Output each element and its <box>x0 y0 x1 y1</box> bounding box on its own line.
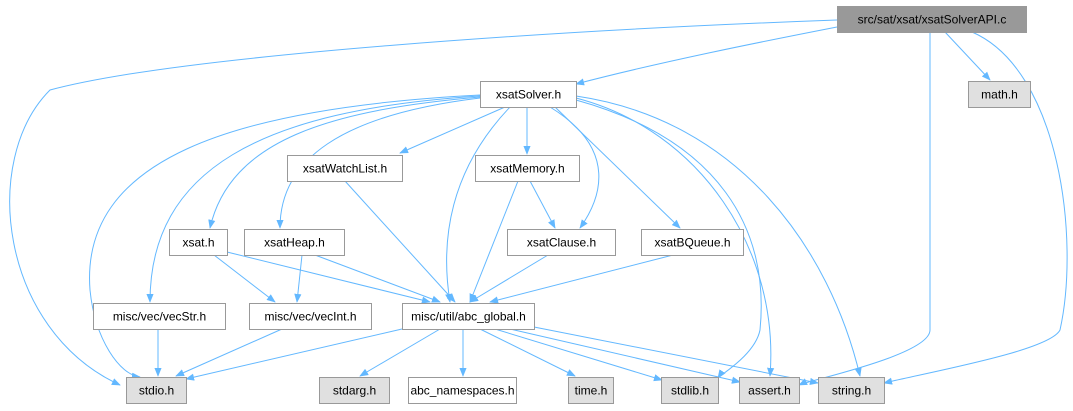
edge-abc_global-to-stdarg <box>359 328 441 377</box>
edge-xsatSolver-to-xsatHeap <box>276 97 481 229</box>
node-xsat[interactable]: xsat.h <box>169 229 228 256</box>
node-label: string.h <box>832 384 871 398</box>
node-label: abc_namespaces.h <box>410 384 514 398</box>
edge-xsatSolver-to-xsatWatchList <box>399 106 506 154</box>
node-label: misc/util/abc_global.h <box>411 310 526 324</box>
node-xsatHeap[interactable]: xsatHeap.h <box>244 229 345 256</box>
edge-xsatSolver-to-stdlib <box>575 99 762 379</box>
node-root[interactable]: src/sat/xsat/xsatSolverAPI.c <box>837 6 1027 33</box>
node-label: xsatMemory.h <box>490 162 564 176</box>
node-box <box>480 81 577 108</box>
node-label: misc/vec/vecStr.h <box>113 310 206 324</box>
edge-xsatMemory-to-abc_global <box>469 180 519 303</box>
node-box <box>169 229 228 256</box>
node-assert: assert.h <box>739 377 800 404</box>
node-box <box>968 81 1031 108</box>
node-label: stdio.h <box>139 384 174 398</box>
node-box <box>319 377 390 404</box>
node-xsatWatchList[interactable]: xsatWatchList.h <box>287 155 403 182</box>
node-label: src/sat/xsat/xsatSolverAPI.c <box>858 13 1007 27</box>
nodes-layer: src/sat/xsat/xsatSolverAPI.c xsatSolver.h… <box>93 6 1031 404</box>
edge-abc_global-to-stdio <box>185 328 403 381</box>
edge-xsatSolver-to-assert <box>575 97 775 377</box>
node-vecStr[interactable]: misc/vec/vecStr.h <box>93 303 226 330</box>
node-box <box>93 303 226 330</box>
edge-xsat-to-vecInt <box>213 254 276 303</box>
edge-xsatSolver-to-xsatBQueue <box>554 106 681 229</box>
node-box <box>739 377 800 404</box>
edges-layer <box>9 19 1068 386</box>
node-xsatClause[interactable]: xsatClause.h <box>507 229 616 256</box>
edge-xsatBQueue-to-abc_global <box>489 254 674 304</box>
edge-root-to-stdio <box>9 19 838 386</box>
node-box <box>641 229 744 256</box>
edge-xsatSolver-to-stdio <box>89 94 481 380</box>
edge-xsatMemory-to-xsatClause <box>529 180 556 229</box>
edge-xsatSolver-to-string <box>575 95 862 377</box>
node-label: time.h <box>575 384 608 398</box>
edge-vecInt-to-stdio <box>175 328 283 377</box>
node-box <box>837 6 1027 33</box>
node-box <box>126 377 187 404</box>
node-label: xsat.h <box>182 236 214 250</box>
node-label: misc/vec/vecInt.h <box>264 310 356 324</box>
edge-abc_global-to-string <box>533 326 819 385</box>
edge-xsatSolver-to-abc_global <box>445 106 511 303</box>
edge-xsat-to-abc_global <box>226 251 431 304</box>
node-xsatBQueue[interactable]: xsatBQueue.h <box>641 229 744 256</box>
node-box <box>818 377 885 404</box>
node-label: xsatClause.h <box>527 236 596 250</box>
edge-root-to-assert <box>798 32 931 386</box>
node-box <box>661 377 719 404</box>
node-box <box>568 377 614 404</box>
node-stdlib: stdlib.h <box>661 377 719 404</box>
node-box <box>507 229 616 256</box>
node-box <box>408 377 517 404</box>
node-abc_namespaces[interactable]: abc_namespaces.h <box>408 377 517 404</box>
node-label: xsatHeap.h <box>264 236 325 250</box>
node-time: time.h <box>568 377 614 404</box>
node-box <box>402 303 535 330</box>
node-xsatMemory[interactable]: xsatMemory.h <box>475 155 580 182</box>
node-label: xsatSolver.h <box>496 88 561 102</box>
edge-abc_global-to-stdlib <box>494 328 663 382</box>
node-math: math.h <box>968 81 1031 108</box>
edge-xsatHeap-to-abc_global <box>314 254 441 303</box>
edge-root-to-math <box>944 31 991 81</box>
edge-root-to-xsatSolver <box>575 26 838 86</box>
node-abc_global[interactable]: misc/util/abc_global.h <box>402 303 535 330</box>
node-xsatSolver[interactable]: xsatSolver.h <box>480 81 577 108</box>
node-stdio: stdio.h <box>126 377 187 404</box>
node-label: stdarg.h <box>333 384 376 398</box>
edge-xsatHeap-to-vecInt <box>294 254 303 303</box>
edge-xsatClause-to-abc_global <box>469 254 549 303</box>
edge-xsatWatchList-to-abc_global <box>344 180 456 303</box>
node-box <box>244 229 345 256</box>
edge-abc_global-to-assert <box>509 328 741 384</box>
node-label: stdlib.h <box>671 384 709 398</box>
node-label: assert.h <box>748 384 791 398</box>
node-label: math.h <box>981 88 1018 102</box>
node-stdarg: stdarg.h <box>319 377 390 404</box>
node-box <box>287 155 403 182</box>
node-label: xsatBQueue.h <box>654 236 730 250</box>
node-label: xsatWatchList.h <box>303 162 387 176</box>
edge-xsatSolver-to-vecStr <box>146 95 481 303</box>
node-box <box>475 155 580 182</box>
node-string: string.h <box>818 377 885 404</box>
node-box <box>249 303 372 330</box>
edge-abc_global-to-time <box>479 328 576 377</box>
node-vecInt[interactable]: misc/vec/vecInt.h <box>249 303 372 330</box>
edge-xsatSolver-to-xsat <box>208 96 481 229</box>
